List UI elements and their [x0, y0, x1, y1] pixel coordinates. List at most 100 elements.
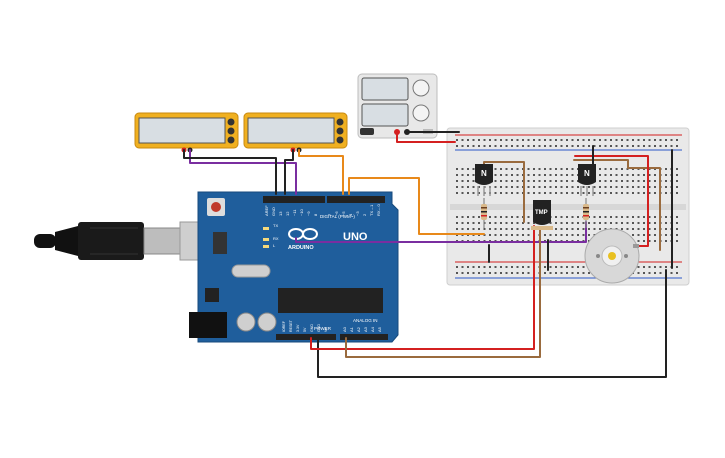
breadboard-hole	[494, 186, 497, 188]
breadboard-hole	[555, 145, 557, 147]
breadboard-hole	[478, 222, 480, 224]
breadboard-hole	[654, 180, 656, 182]
breadboard-hole	[549, 180, 552, 182]
wire-pin-purple[interactable]	[295, 221, 587, 243]
wire-meter-right-orange[interactable]	[298, 149, 344, 195]
breadboard-hole	[593, 228, 596, 230]
breadboard-hole	[648, 240, 651, 242]
breadboard-hole	[571, 216, 574, 218]
breadboard-hole	[544, 272, 546, 274]
breadboard-hole	[654, 216, 656, 218]
breadboard-hole	[577, 228, 579, 230]
breadboard-hole	[516, 180, 519, 182]
breadboard-hole	[676, 234, 678, 236]
wire-bottom-black-loop[interactable]	[317, 269, 667, 378]
breadboard-hole	[571, 180, 574, 182]
breadboard-hole	[505, 216, 508, 218]
dc-motor-icon[interactable]	[584, 228, 640, 284]
reset-button-cap[interactable]	[211, 202, 221, 212]
multimeter-left[interactable]	[134, 112, 239, 153]
transistor-right[interactable]: N	[578, 164, 596, 196]
breadboard-hole	[654, 145, 656, 147]
breadboard-hole	[500, 222, 502, 224]
breadboard-hole	[610, 192, 612, 194]
breadboard-hole	[538, 180, 541, 182]
breadboard-hole	[610, 186, 612, 188]
breadboard-hole	[456, 222, 458, 224]
temperature-sensor[interactable]: TMP	[531, 200, 553, 230]
breadboard-hole	[665, 228, 667, 230]
breadboard-hole	[560, 192, 563, 194]
breadboard-hole	[544, 180, 546, 182]
breadboard-hole	[665, 266, 667, 268]
breadboard-hole	[522, 266, 524, 268]
digital-header-label: DIGITAL (PWM~)	[320, 214, 355, 219]
breadboard-hole	[511, 180, 513, 182]
breadboard-hole	[621, 168, 623, 170]
breadboard-hole	[566, 216, 568, 218]
wire-meter-left-black[interactable]	[183, 149, 277, 195]
breadboard-hole	[516, 234, 519, 236]
breadboard-hole	[676, 266, 678, 268]
breadboard-hole	[637, 216, 640, 218]
transistor-left[interactable]: N	[475, 164, 493, 196]
breadboard-hole	[676, 139, 678, 141]
breadboard-hole	[494, 180, 497, 182]
breadboard-hole	[566, 266, 568, 268]
breadboard-hole	[467, 180, 469, 182]
breadboard-hole	[637, 145, 640, 147]
breadboard-hole	[560, 180, 563, 182]
breadboard-hole	[516, 216, 519, 218]
wire-5v-red[interactable]	[310, 225, 535, 350]
breadboard-hole	[615, 186, 618, 188]
breadboard-hole	[533, 186, 535, 188]
breadboard-hole	[489, 228, 491, 230]
breadboard-hole	[577, 234, 579, 236]
breadboard-hole	[566, 168, 568, 170]
breadboard-hole	[527, 272, 530, 274]
wire-motor-red[interactable]	[574, 155, 649, 247]
wire-pin-orange[interactable]	[348, 177, 485, 235]
breadboard-hole	[604, 192, 607, 194]
breadboard-hole	[659, 145, 662, 147]
breadboard-hole	[472, 168, 475, 170]
breadboard-hole	[516, 192, 519, 194]
breadboard-hole	[511, 174, 513, 176]
wire-a0-brown[interactable]	[345, 229, 541, 358]
breadboard-hole	[461, 228, 464, 230]
pin-7-label: 7	[327, 213, 332, 216]
wire-transistor-right-brown[interactable]	[573, 159, 661, 251]
breadboard-hole	[643, 174, 645, 176]
breadboard-hole	[577, 216, 579, 218]
breadboard-hole	[626, 186, 629, 188]
arduino-uno-board[interactable]: UNO ARDUINO DIGITAL (PWM~) POWER ANALOG …	[189, 191, 399, 343]
multimeter-right[interactable]	[243, 112, 348, 153]
breadboard-hole	[456, 186, 458, 188]
breadboard-hole	[527, 266, 530, 268]
breadboard-hole	[489, 139, 491, 141]
breadboard-hole	[500, 145, 502, 147]
breadboard-hole	[461, 180, 464, 182]
wire-meter-right-black[interactable]	[284, 149, 294, 195]
power-header	[276, 334, 336, 340]
breadboard-hole	[582, 234, 585, 236]
breadboard-hole	[659, 266, 662, 268]
power-supply-icon[interactable]	[357, 73, 438, 139]
breadboard-holes	[456, 139, 678, 274]
breadboard-hole	[456, 228, 458, 230]
breadboard-hole	[571, 174, 574, 176]
breadboard-hole	[566, 145, 568, 147]
breadboard-hole	[566, 222, 568, 224]
pin-vin-label: Vin	[324, 327, 328, 332]
wire-supply-positive[interactable]	[396, 131, 456, 143]
resistor-right[interactable]	[583, 198, 589, 228]
wire-meter-left-purple[interactable]	[189, 149, 297, 195]
resistor-left[interactable]	[481, 198, 487, 228]
probe-port-icon	[227, 118, 235, 126]
breadboard-hole	[522, 272, 524, 274]
breadboard-hole	[571, 145, 574, 147]
breadboard-hole	[516, 272, 519, 274]
breadboard-hole	[577, 272, 579, 274]
breadboard-hole	[676, 192, 678, 194]
